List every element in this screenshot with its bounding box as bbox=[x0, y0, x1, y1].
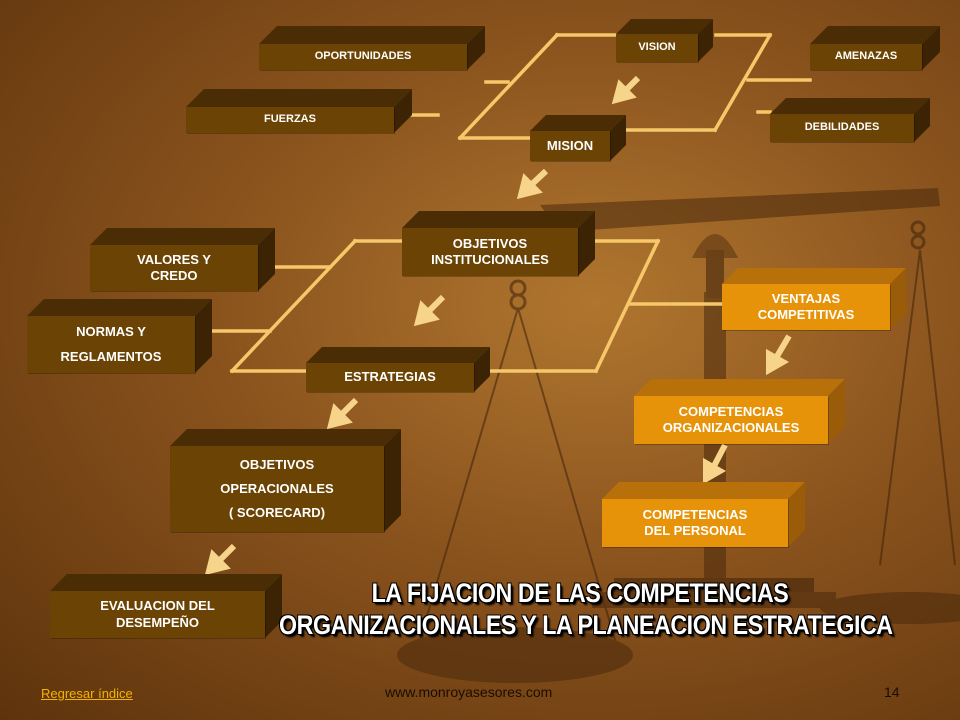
slide-title-line2: ORGANIZACIONALES Y LA PLANEACION ESTRATE… bbox=[279, 609, 893, 640]
page-number: 14 bbox=[884, 684, 900, 700]
back-to-index-link[interactable]: Regresar índice bbox=[41, 686, 133, 701]
box-evaluacion-desempeno: EVALUACION DEL DESEMPEÑO bbox=[50, 574, 282, 638]
arrow-operacionales-to-evaluacion bbox=[204, 543, 237, 576]
label-amenazas: AMENAZAS bbox=[834, 50, 898, 63]
label-oportunidades: OPORTUNIDADES bbox=[314, 50, 412, 63]
label-objetivos-op-line3: ( SCORECARD) bbox=[228, 505, 326, 521]
label-debilidades: DEBILIDADES bbox=[804, 121, 880, 134]
flow-arrows bbox=[204, 75, 792, 576]
label-estrategias: ESTRATEGIAS bbox=[344, 369, 436, 385]
label-evaluacion-line1: EVALUACION DEL bbox=[100, 598, 215, 614]
footer-url: www.monroyasesores.com bbox=[385, 684, 553, 700]
label-objetivos-inst-line1: OBJETIVOS bbox=[452, 235, 528, 251]
label-comp-per-line1: COMPETENCIAS bbox=[642, 506, 748, 522]
arrow-mision-to-objetivos bbox=[516, 168, 549, 200]
box-objetivos-institucionales: OBJETIVOS INSTITUCIONALES bbox=[402, 211, 595, 276]
slide-title-line1: LA FIJACION DE LAS COMPETENCIAS bbox=[371, 578, 789, 608]
arrow-objetivos-to-estrategias bbox=[413, 294, 446, 327]
arrow-estrategias-to-operacionales bbox=[326, 397, 359, 430]
box-valores-credo: VALORES Y CREDO bbox=[90, 228, 275, 291]
arrow-competencias-to-personal bbox=[703, 443, 728, 485]
box-competencias-personal: COMPETENCIAS DEL PERSONAL bbox=[602, 482, 805, 547]
box-objetivos-operacionales: OBJETIVOS OPERACIONALES ( SCORECARD) bbox=[170, 429, 401, 532]
label-valores-line1: VALORES Y bbox=[137, 251, 211, 267]
label-comp-org-line1: COMPETENCIAS bbox=[678, 403, 784, 419]
label-normas-line2: REGLAMENTOS bbox=[60, 348, 162, 364]
label-objetivos-op-line2: OPERACIONALES bbox=[220, 480, 334, 496]
label-objetivos-op-line1: OBJETIVOS bbox=[239, 456, 315, 472]
box-ventajas-competitivas: VENTAJAS COMPETITIVAS bbox=[722, 268, 906, 330]
box-normas-reglamentos: NORMAS Y REGLAMENTOS bbox=[27, 299, 212, 373]
label-vision: VISION bbox=[638, 41, 676, 54]
arrow-vision-to-mision bbox=[611, 75, 641, 105]
box-vision: VISION bbox=[616, 19, 713, 62]
label-ventajas-line2: COMPETITIVAS bbox=[757, 307, 855, 322]
connector-lines bbox=[210, 32, 812, 374]
label-evaluacion-line2: DESEMPEÑO bbox=[115, 614, 200, 630]
label-fuerzas: FUERZAS bbox=[264, 113, 316, 126]
label-objetivos-inst-line2: INSTITUCIONALES bbox=[431, 252, 549, 267]
box-amenazas: AMENAZAS bbox=[810, 26, 940, 70]
arrow-ventajas-to-competencias bbox=[766, 334, 792, 376]
label-comp-org-line2: ORGANIZACIONALES bbox=[662, 420, 800, 435]
box-estrategias: ESTRATEGIAS bbox=[306, 347, 490, 392]
label-normas-line1: NORMAS Y bbox=[76, 323, 146, 339]
box-mision: MISION bbox=[530, 115, 626, 161]
slide-title: LA FIJACION DE LAS COMPETENCIAS ORGANIZA… bbox=[279, 578, 893, 642]
box-competencias-organizacionales: COMPETENCIAS ORGANIZACIONALES bbox=[634, 379, 845, 444]
box-oportunidades: OPORTUNIDADES bbox=[259, 26, 485, 70]
label-valores-line2: CREDO bbox=[150, 268, 198, 283]
box-fuerzas: FUERZAS bbox=[186, 89, 412, 133]
label-comp-per-line2: DEL PERSONAL bbox=[644, 523, 746, 538]
label-mision: MISION bbox=[546, 137, 594, 153]
box-debilidades: DEBILIDADES bbox=[770, 98, 930, 142]
label-ventajas-line1: VENTAJAS bbox=[771, 290, 841, 306]
